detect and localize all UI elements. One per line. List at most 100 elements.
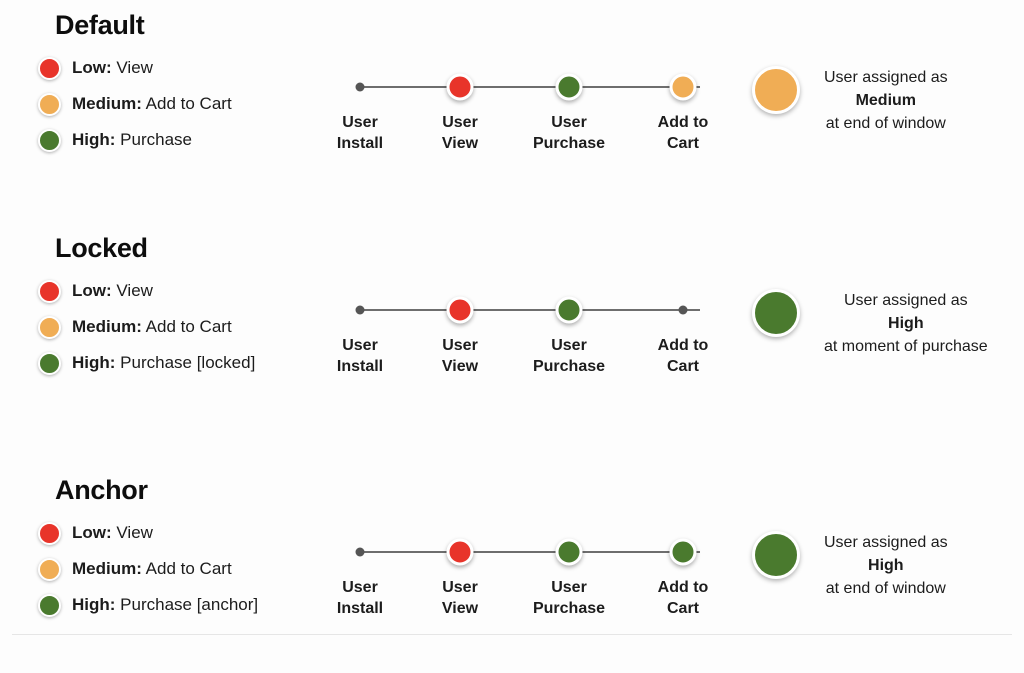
timeline-marker-view [446,538,474,566]
outcome-level: High [868,557,904,574]
timeline-axis-line [360,309,700,311]
legend-item-low-label: Low: View [72,523,153,542]
outcome-description: User assigned as High at moment of purch… [824,283,988,358]
outcome-default: User assigned as Medium at end of window [752,60,1024,135]
legend-item-high-label: High: Purchase [anchor] [72,595,259,614]
timeline-label-purchase-line1: User [551,579,587,596]
outcome-locked: User assigned as High at moment of purch… [752,283,1024,358]
section-title-locked: Locked [55,233,148,263]
timeline-node-purchase [555,296,583,324]
timeline-marker-view [446,73,474,101]
legend-anchor: Anchor Low: View Medium: Add to Cart Hig… [38,473,338,623]
legend-item-high-label: High: Purchase [locked] [72,353,256,372]
timeline-label-cart: Add to Cart [658,335,709,377]
legend-item-high: High: Purchase [locked] [38,345,338,381]
timeline-label-cart: Add to Cart [658,577,709,619]
timeline-label-view-line1: User [442,579,478,596]
timeline-locked: User Install User View User Purchase A [337,283,710,388]
timeline-node-cart [669,73,697,101]
legend-item-high-label: High: Purchase [72,130,192,149]
medium-severity-dot [38,92,61,116]
legend-item-medium: Medium: Add to Cart [38,86,338,122]
low-severity-dot [38,521,61,545]
timeline-label-cart: Add to Cart [658,112,709,154]
timeline-marker-cart [678,305,688,315]
timeline-label-install-line2: Install [336,600,384,617]
medium-severity-dot [38,557,61,581]
timeline-label-cart-line1: Add to [657,337,709,354]
timeline-marker-install [355,305,365,315]
outcome-line3: at end of window [825,115,946,132]
timeline-marker-view [446,296,474,324]
bottom-divider [12,634,1012,635]
timeline-node-install [355,305,365,315]
legend-item-medium: Medium: Add to Cart [38,551,338,587]
legend-item-low: Low: View [38,273,338,309]
timeline-label-purchase: User Purchase [533,112,605,154]
timeline-label-view: User View [442,577,478,619]
timeline-label-purchase: User Purchase [533,577,605,619]
timeline-axis-line [360,551,700,553]
outcome-description: User assigned as High at end of window [824,525,948,600]
outcome-anchor: User assigned as High at end of window [752,525,1024,600]
legend-item-low-label: Low: View [72,58,153,77]
timeline-label-install: User Install [337,335,383,377]
timeline-label-cart-line2: Cart [666,135,699,152]
legend-locked: Locked Low: View Medium: Add to Cart Hig… [38,231,338,381]
timeline-node-install [355,82,365,92]
timeline-label-install: User Install [337,577,383,619]
low-severity-dot [38,56,61,80]
timeline-label-install-line1: User [342,114,378,131]
outcome-severity-dot [752,289,800,337]
section-locked: Locked Low: View Medium: Add to Cart Hig… [0,231,1024,431]
timeline-marker-cart [669,538,697,566]
section-title-anchor: Anchor [55,475,148,505]
legend-default: Default Low: View Medium: Add to Cart Hi… [38,8,338,158]
outcome-severity-dot [752,66,800,114]
section-title-default: Default [55,10,145,40]
timeline-node-view [446,73,474,101]
section-anchor: Anchor Low: View Medium: Add to Cart Hig… [0,473,1024,673]
timeline-default: User Install User View User Purchase A [337,60,710,165]
outcome-description: User assigned as Medium at end of window [824,60,948,135]
legend-item-low: Low: View [38,50,338,86]
high-severity-dot [38,593,61,617]
timeline-label-cart-line2: Cart [666,358,699,375]
timeline-marker-install [355,82,365,92]
diagram-canvas: Default Low: View Medium: Add to Cart Hi… [0,8,1024,635]
timeline-label-cart-line2: Cart [666,600,699,617]
timeline-label-install-line2: Install [336,358,384,375]
timeline-label-purchase-line2: Purchase [532,600,606,617]
timeline-axis-line [360,86,700,88]
legend-item-low-label: Low: View [72,281,153,300]
outcome-line1: User assigned as [844,292,968,309]
timeline-node-cart [678,305,688,315]
outcome-line1: User assigned as [824,69,948,86]
timeline-label-view: User View [442,335,478,377]
outcome-severity-dot [752,531,800,579]
legend-item-medium: Medium: Add to Cart [38,309,338,345]
timeline-label-cart-line1: Add to [657,579,709,596]
high-severity-dot [38,128,61,152]
timeline-label-view-line1: User [442,337,478,354]
timeline-label-install-line1: User [342,337,378,354]
timeline-label-view-line1: User [442,114,478,131]
timeline-marker-purchase [555,296,583,324]
outcome-line3: at moment of purchase [824,338,988,355]
timeline-node-install [355,547,365,557]
timeline-node-cart [669,538,697,566]
timeline-anchor: User Install User View User Purchase A [337,525,710,630]
timeline-marker-install [355,547,365,557]
legend-item-low: Low: View [38,515,338,551]
legend-item-high: High: Purchase [38,122,338,158]
timeline-marker-purchase [555,538,583,566]
timeline-label-install: User Install [337,112,383,154]
timeline-marker-purchase [555,73,583,101]
section-default: Default Low: View Medium: Add to Cart Hi… [0,8,1024,208]
timeline-node-view [446,296,474,324]
timeline-label-view-line2: View [441,600,479,617]
timeline-label-view: User View [442,112,478,154]
timeline-label-purchase-line1: User [551,114,587,131]
legend-item-high: High: Purchase [anchor] [38,587,338,623]
legend-item-medium-label: Medium: Add to Cart [72,559,232,578]
